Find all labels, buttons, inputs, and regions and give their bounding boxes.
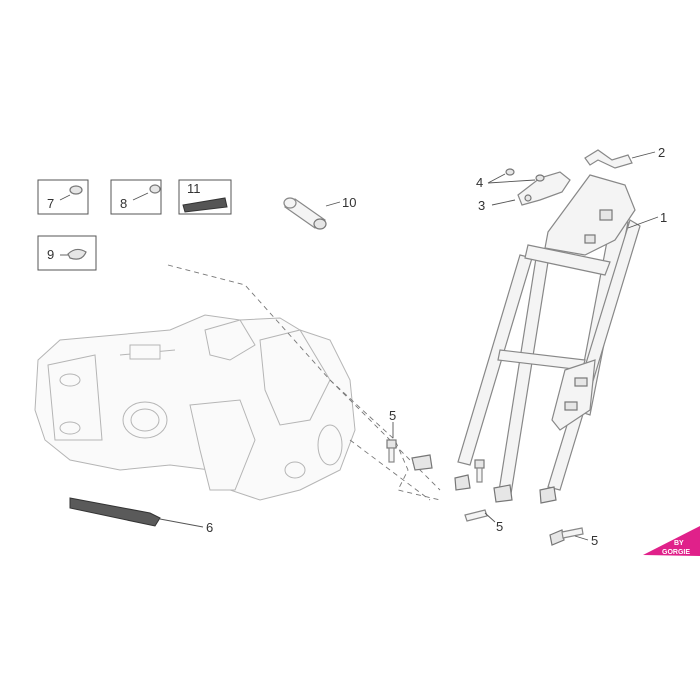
part-box-11: 11 [178, 179, 232, 215]
watermark-line1: BY [674, 540, 684, 547]
nuts-part-4: 4 [476, 168, 545, 190]
callout-3: 3 [478, 198, 485, 213]
callout-5-middle: 5 [496, 519, 503, 534]
part-box-8: 8 [110, 179, 162, 215]
callout-1: 1 [660, 210, 667, 225]
part-box-9: 9 [37, 235, 97, 271]
bushing-icon [149, 184, 161, 194]
watermark-line2: GORGIE [662, 549, 690, 556]
callout-10: 10 [342, 195, 356, 210]
part-box-7: 7 [37, 179, 89, 215]
cap-nut-icon [69, 185, 83, 195]
bracket-part-2: 2 [584, 145, 665, 169]
callout-5-bottom: 5 [591, 533, 598, 548]
callout-11: 11 [187, 181, 201, 196]
main-frame [34, 314, 356, 501]
frame-side-plate [189, 399, 256, 491]
callout-7: 7 [47, 196, 54, 211]
spacer-tube-part-10: 10 [283, 195, 356, 230]
callout-2: 2 [658, 145, 665, 160]
adhesive-strip-icon [182, 197, 228, 213]
bolt-part-5-c: 5 [549, 527, 598, 548]
callout-8: 8 [120, 196, 127, 211]
callout-6: 6 [206, 520, 213, 535]
watermark-badge: BY GORGIE [643, 526, 700, 556]
bolt-part-5-a: 5 [386, 408, 397, 463]
clip-icon [67, 248, 87, 260]
bolt-part-5-b: 5 [464, 459, 503, 534]
rubber-pad-part-6: 6 [69, 497, 213, 535]
plate-part-3: 3 [478, 171, 571, 213]
callout-9: 9 [47, 247, 54, 262]
assembly-guide-lines [167, 264, 441, 501]
rear-subframe-part-1: 1 [411, 174, 667, 504]
callout-5-top: 5 [389, 408, 396, 423]
callout-4: 4 [476, 175, 483, 190]
